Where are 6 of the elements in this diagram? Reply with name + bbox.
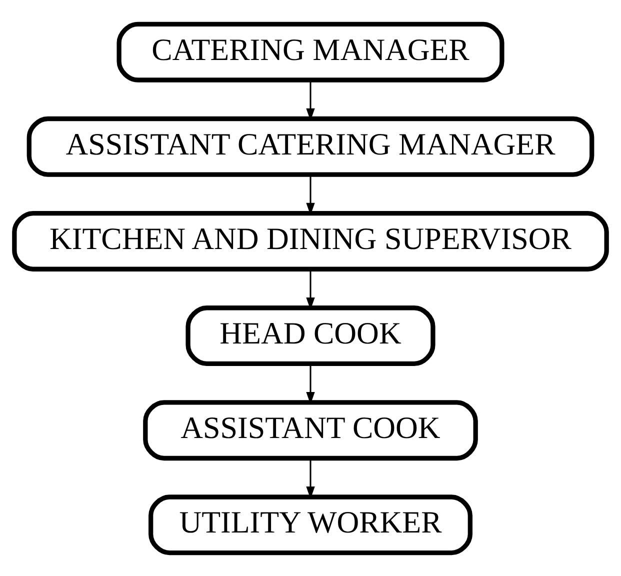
node-box: ASSISTANT COOK: [143, 400, 478, 460]
node-box: ASSISTANT CATERING MANAGER: [26, 116, 594, 176]
node-box: UTILITY WORKER: [148, 494, 472, 555]
node-box: CATERING MANAGER: [116, 21, 504, 82]
node-box: KITCHEN AND DINING SUPERVISOR: [12, 210, 609, 271]
node-box: HEAD COOK: [186, 305, 436, 366]
